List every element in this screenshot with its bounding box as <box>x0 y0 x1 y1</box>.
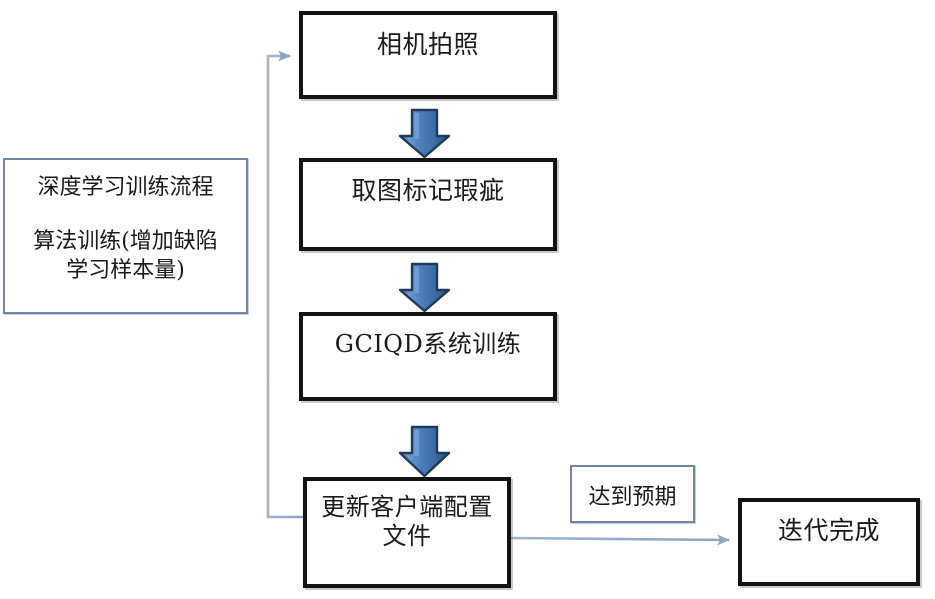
feedback-arrow-update-to-camera <box>266 50 303 519</box>
process-box-iteration-complete[interactable]: 迭代完成 <box>738 498 920 586</box>
process-box-update-client-config-label: 更新客户端配置 文件 <box>321 493 493 551</box>
edge-label-meets-expectation: 达到预期 <box>570 465 695 523</box>
process-box-gciqd-training[interactable]: GCIQD系统训练 <box>299 312 557 401</box>
process-box-mark-defects-label: 取图标记瑕疵 <box>351 176 505 205</box>
process-box-iteration-complete-label: 迭代完成 <box>777 516 880 545</box>
note-line-algorithm-training: 算法训练(增加缺陷 学习样本量) <box>33 229 218 283</box>
block-arrow-gciqd-to-update <box>398 425 451 478</box>
process-box-camera-capture[interactable]: 相机拍照 <box>299 11 557 99</box>
block-arrow-camera-to-mark <box>398 108 451 159</box>
note-box-training-process: 深度学习训练流程 算法训练(增加缺陷 学习样本量) <box>3 158 248 314</box>
process-box-camera-capture-label: 相机拍照 <box>376 30 479 59</box>
edge-label-meets-expectation-text: 达到预期 <box>588 485 677 510</box>
process-box-update-client-config[interactable]: 更新客户端配置 文件 <box>303 477 511 588</box>
process-box-mark-defects[interactable]: 取图标记瑕疵 <box>299 158 557 251</box>
note-line-process-title: 深度学习训练流程 <box>37 175 214 200</box>
process-box-gciqd-training-label: GCIQD系统训练 <box>334 330 522 358</box>
block-arrow-mark-to-gciqd <box>398 262 451 313</box>
line-arrow-update-to-done <box>510 534 730 546</box>
